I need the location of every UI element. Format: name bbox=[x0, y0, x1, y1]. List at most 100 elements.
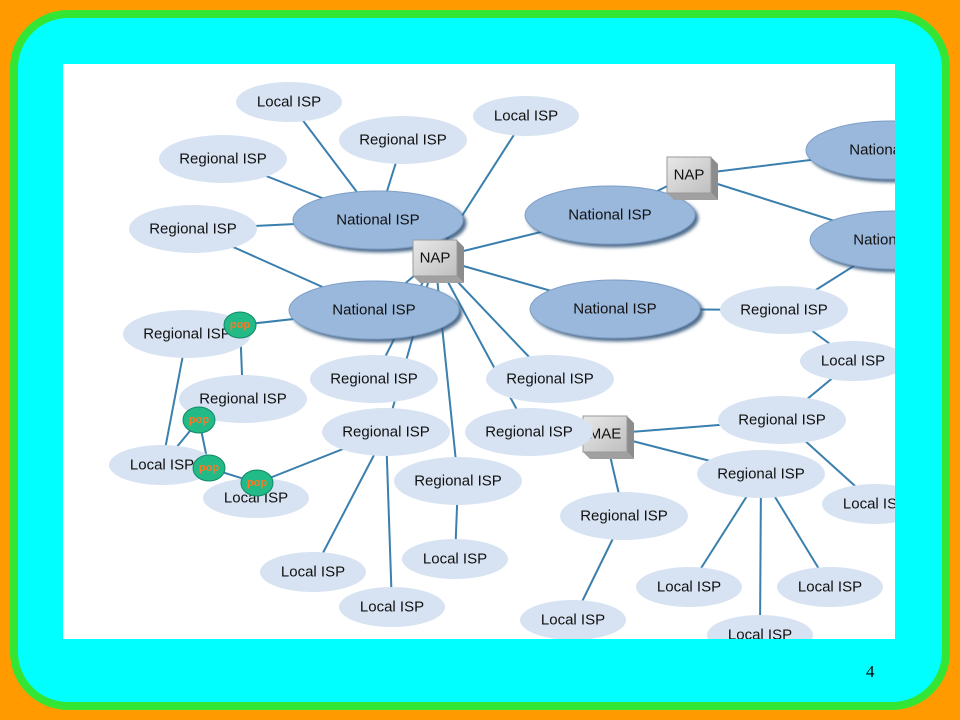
node-loc_c3: Local ISP bbox=[402, 539, 508, 579]
node-label: Regional ISP bbox=[199, 391, 287, 408]
regional-ellipse bbox=[310, 355, 438, 403]
node-label: Local ISP bbox=[541, 612, 605, 629]
node-label: National ISP bbox=[332, 302, 415, 319]
regional-ellipse bbox=[720, 286, 848, 334]
regional-ellipse bbox=[822, 484, 895, 524]
regional-ellipse bbox=[718, 396, 846, 444]
node-reg_mae: Regional ISP bbox=[560, 492, 688, 540]
regional-ellipse bbox=[203, 478, 309, 518]
node-label: Regional ISP bbox=[414, 473, 502, 490]
node-nat4: National ISP bbox=[529, 279, 701, 339]
regional-ellipse bbox=[236, 82, 342, 122]
node-label: Regional ISP bbox=[740, 302, 828, 319]
pop-ellipse bbox=[182, 406, 216, 434]
regional-ellipse bbox=[394, 457, 522, 505]
regional-ellipse bbox=[800, 341, 895, 381]
isp-hierarchy-diagram: National ISP National ISP National ISP Nati… bbox=[109, 82, 895, 639]
node-label: MAE bbox=[589, 426, 622, 443]
node-label: Regional ISP bbox=[179, 151, 267, 168]
national-ellipse bbox=[809, 210, 895, 270]
node-label: Regional ISP bbox=[580, 508, 668, 525]
node-reg_l1: Regional ISP bbox=[129, 205, 257, 253]
exchange-box-side bbox=[711, 157, 718, 200]
node-nat6: National ISP bbox=[809, 210, 895, 270]
exchange-box-side bbox=[627, 416, 634, 459]
node-label: Local ISP bbox=[224, 490, 288, 507]
node-label: Regional ISP bbox=[143, 326, 231, 343]
page-number: 4 bbox=[866, 662, 875, 681]
node-reg_l2: Regional ISP bbox=[123, 310, 251, 358]
node-reg_tr: Regional ISP bbox=[339, 116, 467, 164]
node-label: Local ISP bbox=[494, 108, 558, 125]
regional-ellipse bbox=[339, 116, 467, 164]
node-loc_top: Local ISP bbox=[236, 82, 342, 122]
node-loc_r2: Local ISP bbox=[822, 484, 895, 524]
exchange-box-bottom bbox=[413, 276, 464, 283]
regional-ellipse bbox=[109, 445, 215, 485]
regional-ellipse bbox=[465, 408, 593, 456]
node-nap2: NAP bbox=[666, 156, 718, 200]
node-reg_c4: Regional ISP bbox=[486, 355, 614, 403]
node-label: National ISP bbox=[336, 212, 419, 229]
node-reg_c5: Regional ISP bbox=[465, 408, 593, 456]
node-nat5: National ISP bbox=[805, 120, 895, 180]
regional-ellipse bbox=[339, 587, 445, 627]
regional-ellipse bbox=[520, 600, 626, 639]
node-loc_r6: Local ISP bbox=[777, 567, 883, 607]
regional-ellipse bbox=[159, 135, 287, 183]
link-reg_r3-loc_r5 bbox=[759, 473, 762, 636]
node-nat3: National ISP bbox=[524, 185, 696, 245]
node-label: pop bbox=[189, 414, 209, 426]
regional-ellipse bbox=[486, 355, 614, 403]
node-label: Local ISP bbox=[257, 94, 321, 111]
regional-ellipse bbox=[697, 450, 825, 498]
pop-ellipse bbox=[223, 311, 257, 339]
national-ellipse bbox=[288, 280, 460, 340]
node-label: Local ISP bbox=[798, 579, 862, 596]
node-label: Local ISP bbox=[657, 579, 721, 596]
regional-ellipse bbox=[636, 567, 742, 607]
node-label: Local ISP bbox=[843, 496, 895, 513]
national-ellipse bbox=[805, 120, 895, 180]
node-loc_c2: Local ISP bbox=[339, 587, 445, 627]
node-label: Regional ISP bbox=[506, 371, 594, 388]
pop-ellipse bbox=[240, 469, 274, 497]
node-reg_r3: Regional ISP bbox=[697, 450, 825, 498]
node-label: Local ISP bbox=[130, 457, 194, 474]
node-label: Local ISP bbox=[821, 353, 885, 370]
node-loc_r1: Local ISP bbox=[800, 341, 895, 381]
regional-ellipse bbox=[473, 96, 579, 136]
node-label: pop bbox=[230, 319, 250, 331]
node-label: Regional ISP bbox=[342, 424, 430, 441]
node-loc_mid: Local ISP bbox=[473, 96, 579, 136]
node-label: National ISP bbox=[573, 301, 656, 318]
node-label: NAP bbox=[420, 250, 451, 267]
node-loc_l1: Local ISP bbox=[109, 445, 215, 485]
node-pop1: pop bbox=[223, 311, 257, 339]
node-nat1: National ISP bbox=[292, 190, 464, 250]
national-ellipse bbox=[524, 185, 696, 245]
regional-ellipse bbox=[707, 615, 813, 639]
node-mae: MAE bbox=[582, 415, 634, 459]
node-label: Regional ISP bbox=[485, 424, 573, 441]
node-reg_r1: Regional ISP bbox=[720, 286, 848, 334]
node-label: pop bbox=[247, 477, 267, 489]
regional-ellipse bbox=[777, 567, 883, 607]
node-pop4: pop bbox=[240, 469, 274, 497]
node-reg_r2: Regional ISP bbox=[718, 396, 846, 444]
regional-ellipse bbox=[123, 310, 251, 358]
node-loc_r3: Local ISP bbox=[520, 600, 626, 639]
node-label: Local ISP bbox=[360, 599, 424, 616]
link-nap1-reg_c5 bbox=[434, 257, 530, 433]
node-loc_r4: Local ISP bbox=[636, 567, 742, 607]
regional-ellipse bbox=[560, 492, 688, 540]
node-label: Regional ISP bbox=[717, 466, 805, 483]
node-label: National ISP bbox=[849, 142, 895, 159]
nodes-layer: National ISP National ISP National ISP Nati… bbox=[109, 82, 895, 639]
exchange-box-face bbox=[412, 239, 458, 277]
regional-ellipse bbox=[322, 408, 450, 456]
node-pop2: pop bbox=[182, 406, 216, 434]
national-ellipse bbox=[529, 279, 701, 339]
node-loc_c1: Local ISP bbox=[260, 552, 366, 592]
node-reg_c1: Regional ISP bbox=[322, 408, 450, 456]
